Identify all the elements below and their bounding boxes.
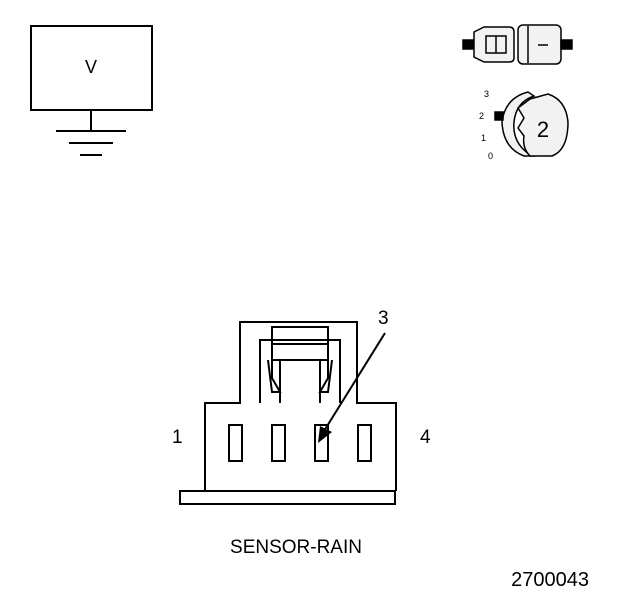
plug-icon [462,24,573,65]
voltmeter-symbol [30,25,153,156]
key-head [517,93,569,157]
plug-male-slot [485,35,507,54]
switch-active-position: 2 [537,117,549,142]
latch-arm-right [318,359,333,393]
plug-male-body [473,26,515,63]
pin-label-4: 4 [420,427,431,448]
plug-right-stub [560,39,573,50]
switch-position-2: 2 [479,111,484,121]
connector-shroud [259,339,341,403]
figure-id: 2700043 [511,569,589,591]
pin-cavity-2 [271,424,286,462]
connector-caption: SENSOR-RAIN [230,537,362,558]
connector-latch [271,343,329,361]
pin-label-3: 3 [378,308,389,329]
pin-3-callout-arrow [318,332,386,443]
switch-position-marker [494,111,504,121]
pin-cavity-1 [228,424,243,462]
callout-arrowhead [318,426,332,443]
pin-cavity-3 [314,424,329,462]
switch-position-1: 1 [481,133,486,143]
connector-body [204,321,397,491]
connector-latch-top [271,326,329,345]
pin-cavity-4 [357,424,372,462]
switch-position-3: 3 [484,89,489,99]
key-switch-icon [494,91,569,157]
callout-line [323,332,386,432]
connector-face [179,321,397,505]
voltmeter-label: V [85,57,97,77]
latch-arm-left [267,359,282,393]
connector-base-plate [179,490,396,505]
switch-position-0: 0 [488,151,493,161]
plug-left-stub [462,39,475,50]
pin-label-1: 1 [172,427,183,448]
